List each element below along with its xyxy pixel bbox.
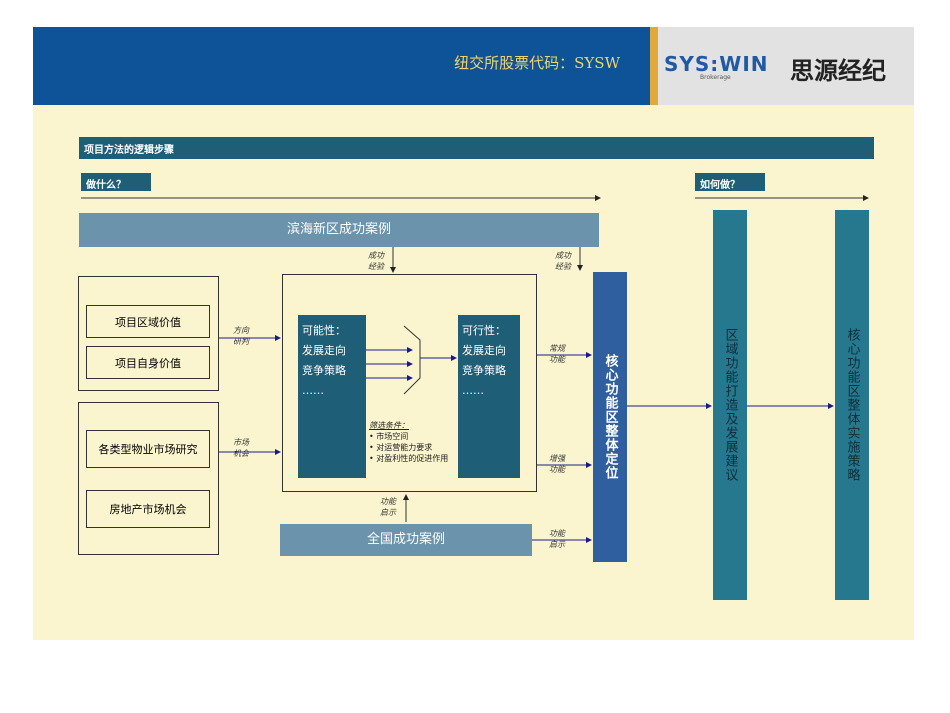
label-regular: 常规功能 bbox=[549, 344, 565, 364]
possibility-line-4: …… bbox=[302, 384, 324, 397]
header-accent-strip bbox=[650, 27, 658, 105]
left-frame-top bbox=[78, 276, 219, 391]
what-label: 做什么？ bbox=[81, 173, 151, 191]
left-box-self-value: 项目自身价值 bbox=[86, 346, 210, 379]
filter-item: • 市场空间 bbox=[369, 432, 409, 441]
filter-funnel bbox=[403, 325, 421, 395]
label-market: 市场机会 bbox=[233, 438, 249, 458]
header-bar bbox=[33, 27, 650, 105]
filter-conditions: 筛选条件： • 市场空间 • 对运营能力要求 • 对盈利性的促进作用 bbox=[369, 420, 461, 464]
filter-item-text: 对运营能力要求 bbox=[376, 443, 433, 452]
left-box-market-research: 各类型物业市场研究 bbox=[86, 430, 210, 468]
diagram-title: 项目方法的逻辑步骤 bbox=[79, 137, 874, 159]
possibility-line-1: 可能性： bbox=[302, 324, 346, 337]
national-case-bar: 全国成功案例 bbox=[280, 524, 532, 556]
stock-code: 纽交所股票代码：SYSW bbox=[454, 54, 620, 72]
label-func-hint-1: 功能启示 bbox=[380, 497, 396, 517]
label-func-hint-2: 功能启示 bbox=[549, 529, 565, 549]
feasibility-line-1: 可行性： bbox=[462, 324, 506, 337]
filter-title: 筛选条件： bbox=[369, 421, 409, 430]
core-strategy-bar: 核心功能区整体实施策略 bbox=[835, 210, 869, 600]
core-positioning-bar: 核心功能区整体定位 bbox=[593, 272, 627, 562]
area-build-bar: 区域功能打造及发展建议 bbox=[713, 210, 747, 600]
filter-item: • 对盈利性的促进作用 bbox=[369, 454, 449, 463]
binhai-case-bar: 滨海新区成功案例 bbox=[79, 213, 599, 247]
filter-item: • 对运营能力要求 bbox=[369, 443, 433, 452]
label-success-exp-2: 成功经验 bbox=[555, 251, 571, 271]
how-label: 如何做？ bbox=[695, 173, 765, 191]
feasibility-line-3: 竞争策略 bbox=[462, 364, 506, 377]
possibility-line-2: 发展走向 bbox=[302, 344, 346, 357]
feasibility-box: 可行性： 发展走向 竞争策略 …… bbox=[458, 315, 520, 478]
left-frame-bottom bbox=[78, 402, 219, 555]
filter-item-text: 市场空间 bbox=[376, 432, 409, 441]
label-enhanced: 增强功能 bbox=[549, 454, 565, 474]
possibility-box: 可能性： 发展走向 竞争策略 …… bbox=[298, 315, 366, 478]
feasibility-line-4: …… bbox=[462, 384, 484, 397]
filter-item-text: 对盈利性的促进作用 bbox=[376, 454, 449, 463]
logo-area bbox=[658, 27, 914, 105]
label-success-exp-1: 成功经验 bbox=[368, 251, 384, 271]
center-frame bbox=[282, 274, 537, 492]
left-box-market-opportunity: 房地产市场机会 bbox=[86, 490, 210, 528]
logo-subtext: Brokerage bbox=[700, 74, 731, 81]
left-box-region-value: 项目区域价值 bbox=[86, 305, 210, 338]
possibility-line-3: 竞争策略 bbox=[302, 364, 346, 377]
logo-wordmark: SYS:WIN bbox=[664, 52, 769, 76]
feasibility-line-2: 发展走向 bbox=[462, 344, 506, 357]
label-direction: 方向研判 bbox=[233, 326, 249, 346]
logo-chinese: 思源经纪 bbox=[790, 57, 886, 85]
